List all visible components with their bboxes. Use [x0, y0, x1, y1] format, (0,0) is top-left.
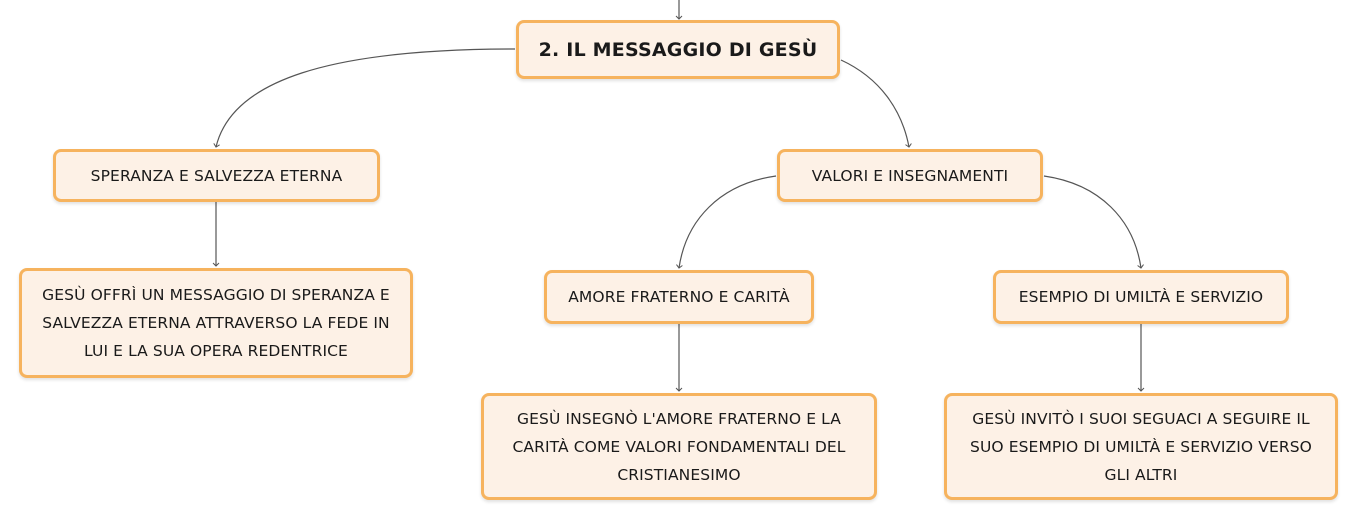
subtopic-label-humility-service: ESEMPIO DI UMILTÀ E SERVIZIO	[1018, 288, 1264, 306]
detail-text-humility-service: GESÙ INVITÒ I SUOI SEGUACI A SEGUIRE IL …	[970, 409, 1312, 484]
subtopic-node-love-charity[interactable]: AMORE FRATERNO E CARITÀ	[544, 270, 814, 324]
topic-label-values-teachings: VALORI E INSEGNAMENTI	[811, 166, 1009, 185]
detail-node-humility-service[interactable]: GESÙ INVITÒ I SUOI SEGUACI A SEGUIRE IL …	[944, 393, 1338, 500]
topic-node-hope-salvation[interactable]: SPERANZA E SALVEZZA ETERNA	[53, 149, 380, 202]
detail-text-hope-salvation: GESÙ OFFRÌ UN MESSAGGIO DI SPERANZA E SA…	[42, 286, 390, 360]
topic-node-values-teachings[interactable]: VALORI E INSEGNAMENTI	[777, 149, 1043, 202]
topic-label-hope-salvation: SPERANZA E SALVEZZA ETERNA	[90, 166, 343, 185]
root-topic-node[interactable]: 2. IL MESSAGGIO DI GESÙ	[516, 20, 840, 79]
connector-values-to-love	[676, 175, 777, 269]
detail-node-hope-salvation[interactable]: GESÙ OFFRÌ UN MESSAGGIO DI SPERANZA E SA…	[19, 268, 413, 378]
detail-node-love-charity[interactable]: GESÙ INSEGNÒ L'AMORE FRATERNO E LA CARIT…	[481, 393, 877, 500]
connector-values-to-humility	[1043, 175, 1144, 269]
subtopic-node-humility-service[interactable]: ESEMPIO DI UMILTÀ E SERVIZIO	[993, 270, 1289, 324]
connector-root-to-values	[840, 59, 912, 148]
detail-text-love-charity: GESÙ INSEGNÒ L'AMORE FRATERNO E LA CARIT…	[512, 409, 846, 484]
subtopic-label-love-charity: AMORE FRATERNO E CARITÀ	[568, 288, 790, 306]
connector-root-to-hope	[213, 48, 516, 148]
root-topic-label: 2. IL MESSAGGIO DI GESÙ	[538, 38, 818, 61]
